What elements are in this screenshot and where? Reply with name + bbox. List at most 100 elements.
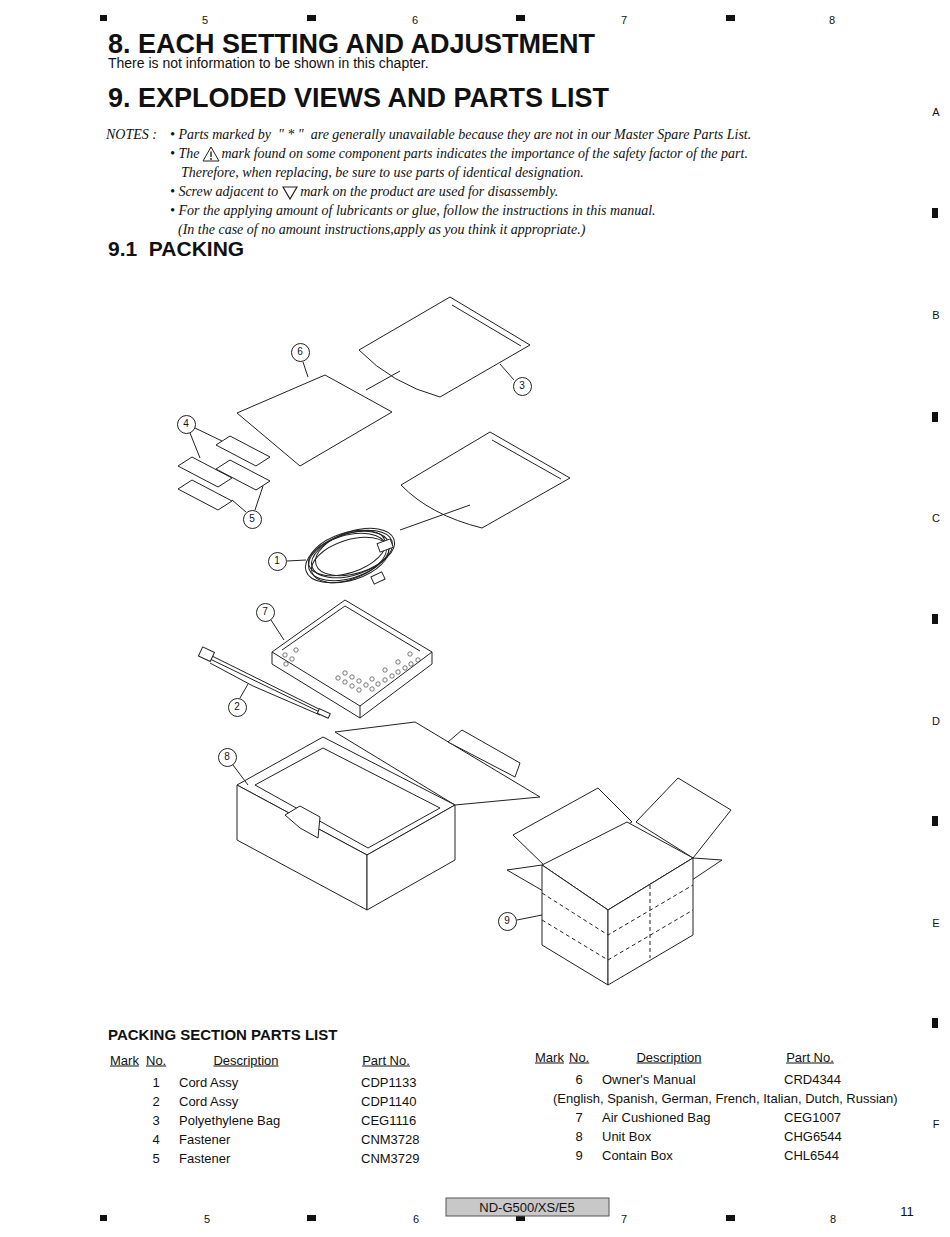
callout-text: 2 [234,702,240,712]
table-cell: CRD4344 [784,1072,841,1087]
column-header: Part No. [362,1053,410,1068]
callout-number: 1 [268,552,287,571]
table-cell: CNM3728 [361,1132,420,1147]
table-cell: (English, Spanish, German, French, Itali… [553,1091,898,1106]
lid-tab [448,730,520,777]
grid-reference: 6 [413,1213,419,1225]
table-cell: 2 [152,1094,159,1109]
grid-reference: F [933,1118,940,1130]
table-cell: Polyethylene Bag [179,1113,280,1128]
power-cord [210,655,328,716]
warning-symbol [202,146,220,162]
contain-box-front [542,865,608,985]
table-cell: Owner's Manual [602,1072,696,1087]
section-note: There is not information to be shown in … [108,55,429,71]
cord-coil [299,519,400,592]
callout-number: 4 [177,415,196,434]
table-cell: CEG1116 [361,1113,416,1128]
grid-reference: A [932,106,939,118]
table-cell: CEG1007 [784,1110,841,1125]
subsection-heading: 9.1 PACKING [108,237,244,261]
guide-line [366,371,400,390]
callout-number: 6 [291,343,310,362]
column-header: Mark [110,1053,139,1068]
unit-box-tab [285,806,320,838]
table-cell: CDP1140 [361,1094,416,1109]
note-text: • The [170,146,199,162]
note-text: mark found on some component parts indic… [221,146,747,162]
table-cell: Fastener [179,1151,230,1166]
table-cell: Unit Box [602,1129,651,1144]
model-name: ND-G500/XS/E5 [479,1200,574,1215]
column-header: No. [146,1053,166,1068]
note-text: • Parts marked by " * " are generally un… [170,127,751,143]
connector [377,539,393,552]
fastener [216,460,270,490]
table-cell: 8 [575,1129,582,1144]
connector [371,572,385,584]
table-cell: Cord Assy [179,1094,238,1109]
table-cell: 9 [575,1148,582,1163]
grid-reference: 7 [621,1213,627,1225]
callout-text: 4 [183,419,189,429]
note-text: mark on the product are used for disasse… [300,184,558,200]
column-header: No. [569,1050,589,1065]
table-cell: Fastener [179,1132,230,1147]
callout-text: 3 [519,381,525,391]
callout-number: 5 [243,510,262,529]
table-cell: 1 [152,1075,159,1090]
unit-box-front [237,785,367,910]
table-cell: CNM3729 [361,1151,420,1166]
table-cell: 5 [152,1151,159,1166]
table-cell: CHG6544 [784,1129,842,1144]
callout-text: 7 [262,607,268,617]
leader-lines [190,362,542,920]
grid-reference: 8 [829,14,835,26]
grid-reference: D [932,715,940,727]
note-text: • For the applying amount of lubricants … [170,203,656,219]
plug [317,709,330,719]
grid-reference: 5 [202,14,208,26]
section-heading: 8. EACH SETTING AND ADJUSTMENT [108,29,595,60]
fastener [178,480,232,510]
table-title: PACKING SECTION PARTS LIST [108,1026,337,1043]
table-cell: 7 [575,1110,582,1125]
grid-reference: C [932,512,940,524]
polyethylene-bag [401,432,570,528]
grid-reference: 5 [204,1213,210,1225]
table-cell: CDP1133 [361,1075,416,1090]
callout-number: 2 [228,698,247,717]
table-cell: Contain Box [602,1148,673,1163]
grid-reference: 7 [621,14,627,26]
note-text: (In the case of no amount instructions,a… [178,222,585,238]
callout-text: 9 [504,916,510,926]
column-header: Description [213,1053,278,1068]
callout-number: 3 [513,377,532,396]
callout-number: 8 [218,748,237,767]
polyethylene-bag [359,297,530,397]
callout-number: 9 [498,912,517,931]
callout-text: 6 [297,347,303,357]
grid-reference: 6 [412,14,418,26]
bag-seal [452,305,521,346]
page-number: 11 [900,1204,914,1219]
bubble-pattern [283,648,420,692]
table-cell: CHL6544 [784,1148,839,1163]
contain-box-side [608,858,693,985]
grid-reference: 8 [830,1213,836,1225]
unit-box-side [367,805,455,910]
grid-reference: E [932,917,939,929]
callout-text: 8 [224,752,230,762]
callout-number: 7 [256,603,275,622]
model-plate [446,1198,609,1216]
column-header: Part No. [786,1050,834,1065]
note-text: Therefore, when replacing, be sure to us… [181,165,584,181]
fold-lines [542,885,693,960]
table-cell: Cord Assy [179,1075,238,1090]
bag-seal [492,440,561,479]
section-heading: 9. EXPLODED VIEWS AND PARTS LIST [108,83,609,114]
disassembly-symbol [281,184,299,200]
table-cell: 4 [152,1132,159,1147]
table-cell: Air Cushioned Bag [602,1110,710,1125]
callout-text: 1 [274,556,280,566]
